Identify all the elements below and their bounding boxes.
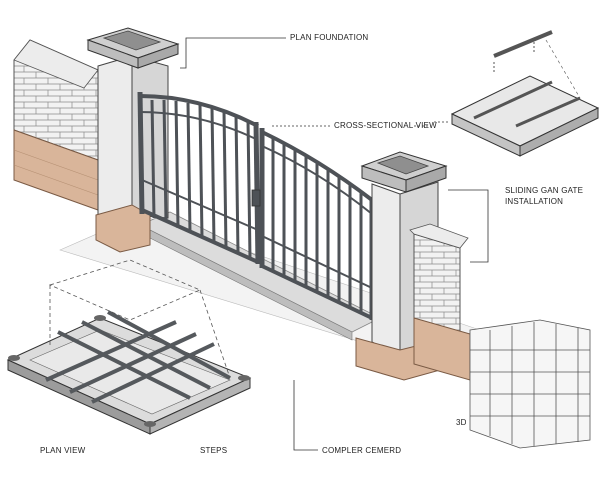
label-sliding-gate-line1: SLIDING GAN GATE bbox=[505, 186, 584, 195]
rebar-cage-3d bbox=[469, 319, 591, 449]
right-brick-wall bbox=[409, 223, 471, 381]
label-complete-cement: COMPLER CEMERD bbox=[322, 446, 402, 455]
label-3d: 3D bbox=[456, 418, 467, 427]
foundation-plan-slab bbox=[6, 259, 252, 435]
label-plan-foundation: PLAN FOUNDATION bbox=[290, 33, 369, 42]
label-plan-view: PLAN VIEW bbox=[40, 446, 86, 455]
leader-lines bbox=[180, 37, 489, 451]
label-sliding-gate-line2: INSTALLATION bbox=[505, 197, 564, 206]
label-steps: STEPS bbox=[200, 446, 228, 455]
gate-left-leaf bbox=[137, 91, 261, 265]
rail-detail bbox=[450, 30, 600, 157]
label-cross-sectional-view: CROSS-SECTIONAL VIEW bbox=[334, 121, 437, 130]
left-brick-wall bbox=[13, 39, 99, 211]
